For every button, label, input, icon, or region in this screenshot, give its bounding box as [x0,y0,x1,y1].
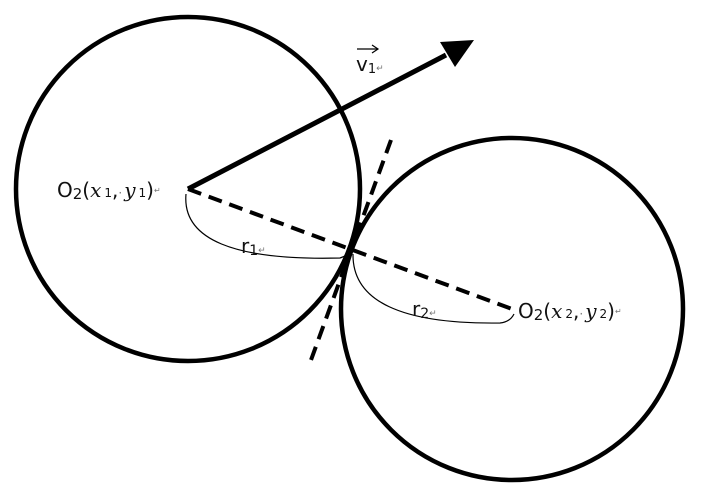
arrowhead-icon [440,40,474,67]
radius-1-sub: 1 [249,243,258,259]
center-1-o: O [57,178,73,202]
center-2-o-sub: 2 [534,306,544,324]
circle-1 [13,14,363,364]
center-2-x: x [551,299,562,323]
center-line [187,187,513,311]
velocity-letter: v [356,52,368,76]
radius-2-r: r [412,297,421,321]
circle-2 [338,135,686,483]
velocity-vector [186,52,448,192]
radius-1-r: r [241,234,250,258]
center-2-o: O [518,299,534,323]
svg-text:v1↵: v1↵ [356,52,384,77]
velocity-mark: ↵ [376,64,384,74]
center-1-y: y [123,178,136,202]
center-2-y: y [584,299,597,323]
velocity-label: v1↵ [356,44,384,77]
radius-1-label: r1↵ [241,234,266,259]
center-1-x: x [90,178,101,202]
radius-2-sub: 2 [420,306,429,322]
center-1-o-sub: 2 [73,185,83,203]
r1-arc [185,193,356,259]
velocity-subscript: 1 [368,62,376,77]
radius-2-label: r2↵ [412,297,437,322]
r2-arc [352,253,515,324]
